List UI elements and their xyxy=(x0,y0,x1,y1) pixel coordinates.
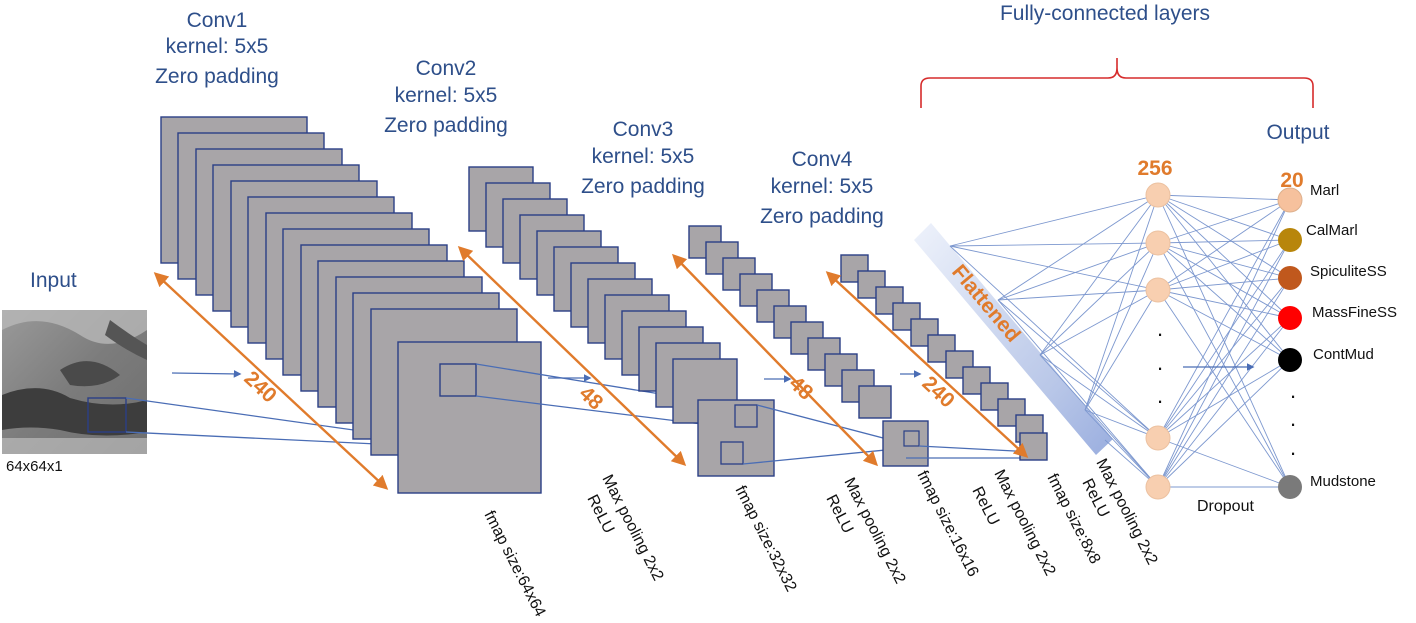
output-class-label: ContMud xyxy=(1313,346,1374,363)
input-image xyxy=(2,310,147,454)
hidden-dot: . xyxy=(1157,350,1163,375)
conv2-fmap-label: fmap size:32x32 xyxy=(731,483,799,595)
conv3-fmap-label: fmap size:16x16 xyxy=(913,468,981,580)
input-title: Input xyxy=(30,269,77,292)
conv1-name: Conv1 xyxy=(187,9,248,32)
output-dot: . xyxy=(1290,378,1296,403)
output-class-label: MassFineSS xyxy=(1312,304,1397,321)
output-node-spiculitess xyxy=(1278,266,1302,290)
conv4-name: Conv4 xyxy=(792,148,853,171)
conv3-act-label: ReLU xyxy=(968,484,1002,528)
hidden-units-count: 256 xyxy=(1137,157,1172,180)
fc-connections-output xyxy=(1157,194,1291,488)
output-class-label: SpiculiteSS xyxy=(1310,263,1387,280)
conv4-depth-arrow xyxy=(825,271,1029,458)
fc-brace xyxy=(920,58,1314,108)
output-class-label: CalMarl xyxy=(1306,222,1358,239)
conv2-depth-arrow xyxy=(457,246,687,466)
hidden-dot: . xyxy=(1157,316,1163,341)
conv4-padding: Zero padding xyxy=(760,205,884,228)
input-size-label: 64x64x1 xyxy=(6,458,63,475)
output-node-mudstone xyxy=(1278,475,1302,499)
flow-arrow xyxy=(171,370,242,378)
fc-title: Fully-connected layers xyxy=(1000,2,1210,25)
output-units-count: 20 xyxy=(1280,169,1303,192)
conv3-padding: Zero padding xyxy=(581,175,705,198)
output-class-label: Mudstone xyxy=(1310,473,1376,490)
output-dot: . xyxy=(1290,406,1296,431)
output-dot: . xyxy=(1290,435,1296,460)
conv1-fmap-label: fmap size:64x64 xyxy=(480,508,548,620)
conv3-kernel: kernel: 5x5 xyxy=(592,145,695,168)
output-node-calmarl xyxy=(1278,228,1302,252)
conv1-filter-count: 240 xyxy=(240,367,281,408)
conv2-padding: Zero padding xyxy=(384,114,508,137)
output-node-contmud xyxy=(1278,348,1302,372)
conv2-kernel: kernel: 5x5 xyxy=(395,84,498,107)
conv1-padding: Zero padding xyxy=(155,65,279,88)
dropout-label: Dropout xyxy=(1197,498,1254,515)
hidden-layer-nodes xyxy=(1145,182,1171,500)
hidden-dot: . xyxy=(1157,383,1163,408)
output-class-label: Marl xyxy=(1310,182,1339,199)
output-title: Output xyxy=(1266,121,1329,144)
conv1-kernel: kernel: 5x5 xyxy=(166,35,269,58)
flattened-label: Flattened xyxy=(947,260,1025,346)
flattened-bar xyxy=(914,223,1113,455)
output-node-marl xyxy=(1277,187,1303,213)
conv2-name: Conv2 xyxy=(416,57,477,80)
output-node-massfiness xyxy=(1278,306,1302,330)
conv3-name: Conv3 xyxy=(613,118,674,141)
fc-connections-input xyxy=(949,194,1159,488)
conv1-depth-arrow xyxy=(153,272,389,490)
conv4-kernel: kernel: 5x5 xyxy=(771,175,874,198)
